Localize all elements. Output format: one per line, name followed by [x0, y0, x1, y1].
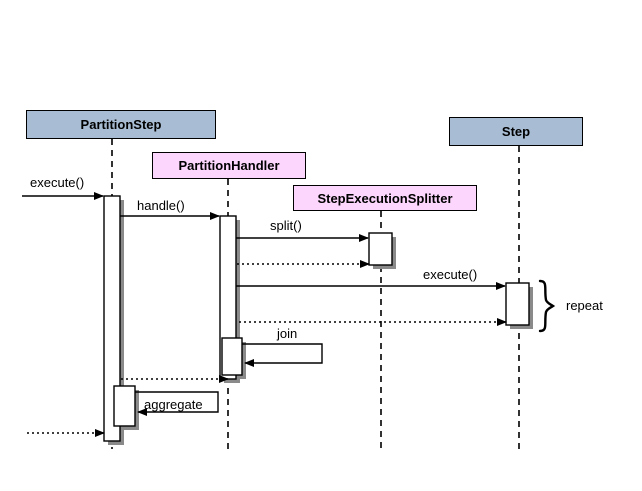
activation-bars [103, 195, 530, 442]
message-label-aggregate: aggregate [144, 397, 203, 412]
message-arrows [22, 192, 507, 437]
participant-label-step-execution-splitter: StepExecutionSplitter [317, 190, 453, 206]
message-arrow-aggregate-self [135, 391, 219, 416]
message-label-execute-in: execute() [30, 175, 85, 190]
activation-join [221, 337, 243, 376]
activation-partition-step-shadow-bottom [108, 441, 124, 445]
participant-label-step: Step [501, 124, 531, 139]
activation-step [505, 282, 530, 326]
message-arrow-join-self [242, 343, 323, 367]
participant-label-partition-handler: PartitionHandler [178, 158, 280, 173]
activation-splitter-shadow-bottom [373, 265, 396, 269]
activation-partition-step-shadow [120, 200, 124, 445]
activation-splitter [368, 232, 393, 266]
activation-partition-handler-shadow-bottom [224, 379, 240, 383]
activation-step-shadow [529, 287, 533, 329]
activation-partition-step [103, 195, 121, 442]
participant-box-partition-handler[interactable]: PartitionHandler [152, 152, 306, 179]
participant-box-step-execution-splitter[interactable]: StepExecutionSplitter [293, 185, 477, 211]
activation-aggregate [113, 385, 136, 427]
activation-splitter-shadow [392, 237, 396, 269]
message-label-execute-step: execute() [423, 267, 478, 282]
message-label-split: split() [270, 218, 302, 233]
activation-aggregate-shadow-bottom [118, 426, 139, 430]
participant-box-step[interactable]: Step [449, 117, 583, 146]
activation-partition-handler-shadow [236, 220, 240, 383]
participant-box-partition-step[interactable]: PartitionStep [26, 110, 216, 139]
repeat-brace-icon [538, 279, 556, 333]
activation-step-shadow-bottom [510, 325, 533, 329]
message-label-join: join [277, 326, 298, 341]
annotation-label-repeat: repeat [566, 298, 603, 313]
participant-label-partition-step: PartitionStep [80, 117, 162, 132]
message-label-handle: handle() [137, 198, 185, 213]
